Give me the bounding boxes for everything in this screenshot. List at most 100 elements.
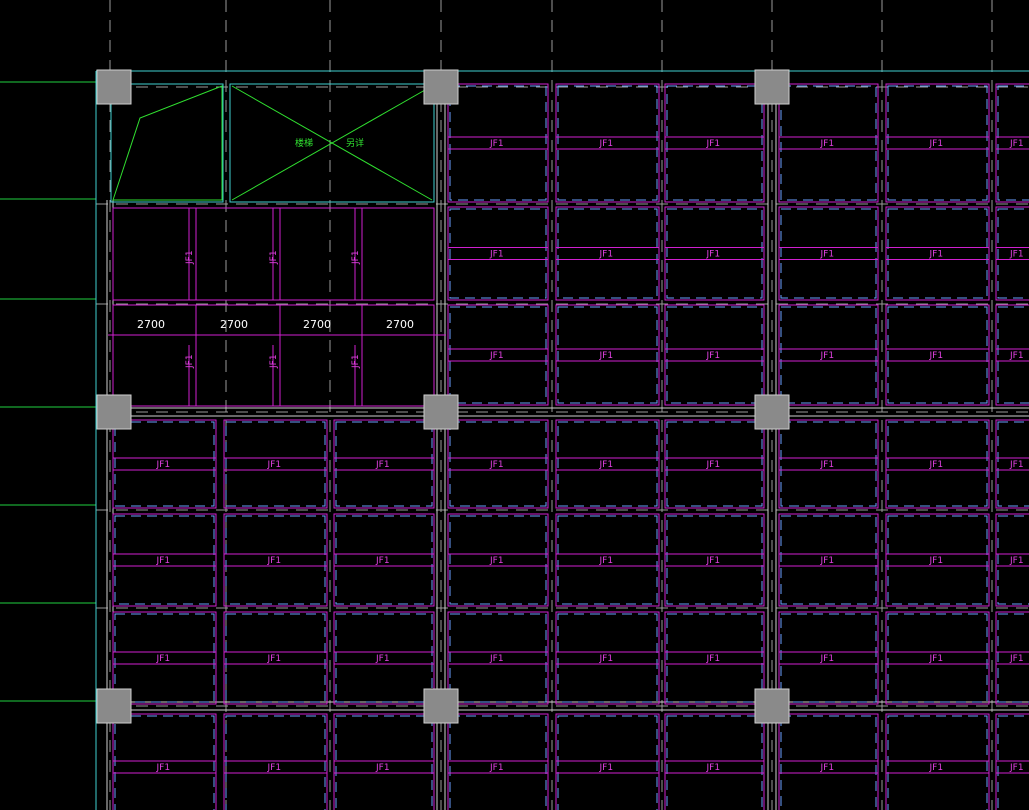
column xyxy=(754,394,790,430)
floor-panel: JF1 xyxy=(885,304,990,406)
panel-dashed-edge xyxy=(335,515,433,605)
panel-label: JF1 xyxy=(1009,351,1024,361)
floor-panel: JF1 xyxy=(333,513,435,607)
panel-dashed-edge xyxy=(557,306,658,404)
panel-dashed-edge xyxy=(557,85,658,201)
panel-dashed-edge xyxy=(114,715,215,810)
panel-label: JF1 xyxy=(489,460,504,470)
dimension-line: 2700 2700 2700 2700 xyxy=(108,318,446,336)
strip-label: JF1 xyxy=(185,354,195,369)
panel-dashed-edge xyxy=(780,421,877,507)
stair-region: 楼梯 另详 xyxy=(110,83,435,203)
panel-dashed-edge xyxy=(887,306,988,404)
panel-outline xyxy=(555,419,660,509)
floor-panel: JF1 xyxy=(778,611,879,705)
panel-outline xyxy=(778,206,879,301)
panel-label: JF1 xyxy=(820,556,835,566)
panel-outline xyxy=(664,304,765,406)
panel-dashed-edge xyxy=(557,421,658,507)
panel-outline xyxy=(885,513,990,607)
column xyxy=(754,69,790,105)
strip-label: JF1 xyxy=(269,354,279,369)
panel-label: JF1 xyxy=(267,654,282,664)
panel-dashed-edge xyxy=(780,613,877,703)
floor-panel: JF1 xyxy=(664,419,765,509)
panel-dashed-edge xyxy=(997,421,1029,507)
dimension-label-3: 2700 xyxy=(303,318,331,331)
panel-outline xyxy=(995,206,1029,301)
floor-panel: JF1 xyxy=(223,513,328,607)
panel-label: JF1 xyxy=(267,556,282,566)
floor-panel: JF1 xyxy=(447,513,549,607)
panel-label: JF1 xyxy=(820,654,835,664)
dimension-label-2: 2700 xyxy=(220,318,248,331)
strip-label: JF1 xyxy=(351,250,361,265)
floor-panel: JF1 xyxy=(112,513,217,607)
panel-outline xyxy=(447,206,549,301)
panel-dashed-edge xyxy=(666,715,763,810)
panel-outline xyxy=(555,304,660,406)
floor-panel: JF1 xyxy=(112,611,217,705)
column xyxy=(754,688,790,724)
panel-label: JF1 xyxy=(375,556,390,566)
panel-label: JF1 xyxy=(1009,654,1024,664)
floor-panel: JF1 xyxy=(555,83,660,203)
panel-outline xyxy=(223,419,328,509)
panel-outline xyxy=(447,611,549,705)
panel-label: JF1 xyxy=(929,556,944,566)
column xyxy=(423,69,459,105)
panel-label: JF1 xyxy=(156,763,171,773)
panel-dashed-edge xyxy=(114,421,215,507)
panel-outline xyxy=(447,713,549,810)
panel-label: JF1 xyxy=(599,763,614,773)
stair-box-left xyxy=(110,83,224,203)
panel-dashed-edge xyxy=(666,421,763,507)
floor-panel: JF1 xyxy=(112,419,217,509)
panel-outline xyxy=(333,513,435,607)
panel-dashed-edge xyxy=(114,515,215,605)
panel-outline xyxy=(995,611,1029,705)
column xyxy=(96,69,132,105)
strip-label: JF1 xyxy=(185,250,195,265)
panel-label: JF1 xyxy=(706,654,721,664)
panel-outline xyxy=(885,304,990,406)
panel-label: JF1 xyxy=(820,763,835,773)
panel-outline xyxy=(885,419,990,509)
floor-panel: JF1 xyxy=(555,713,660,810)
panel-dashed-edge xyxy=(997,715,1029,810)
floor-panel: JF1 xyxy=(664,206,765,301)
panel-label: JF1 xyxy=(706,460,721,470)
panel-dashed-edge xyxy=(449,306,547,404)
column xyxy=(96,688,132,724)
floor-panel: JF1 xyxy=(447,206,549,301)
floor-panel: JF1 xyxy=(885,206,990,301)
panel-label: JF1 xyxy=(706,250,721,260)
panel-dashed-edge xyxy=(225,715,326,810)
panel-label: JF1 xyxy=(706,351,721,361)
panel-label: JF1 xyxy=(706,556,721,566)
panel-outline xyxy=(555,611,660,705)
panel-label: JF1 xyxy=(1009,460,1024,470)
panel-label: JF1 xyxy=(267,460,282,470)
panel-outline xyxy=(555,713,660,810)
panel-outline xyxy=(778,513,879,607)
floor-panel: JF1 xyxy=(555,304,660,406)
panel-outline xyxy=(664,611,765,705)
panel-dashed-edge xyxy=(997,515,1029,605)
panel-label: JF1 xyxy=(599,556,614,566)
beam-lines xyxy=(95,70,1029,810)
floor-panel: JF1 xyxy=(555,513,660,607)
panel-label: JF1 xyxy=(375,460,390,470)
panel-outline xyxy=(885,206,990,301)
floor-panel: JF1 xyxy=(664,513,765,607)
panel-dashed-edge xyxy=(997,208,1029,299)
panel-dashed-edge xyxy=(666,85,763,201)
panel-label: JF1 xyxy=(1009,139,1024,149)
floor-panel: JF1 xyxy=(995,83,1029,203)
panel-label: JF1 xyxy=(489,763,504,773)
floor-panel: JF1 xyxy=(664,304,765,406)
floor-panel: JF1 xyxy=(555,419,660,509)
panel-label: JF1 xyxy=(929,250,944,260)
floor-panel: JF1 xyxy=(778,83,879,203)
